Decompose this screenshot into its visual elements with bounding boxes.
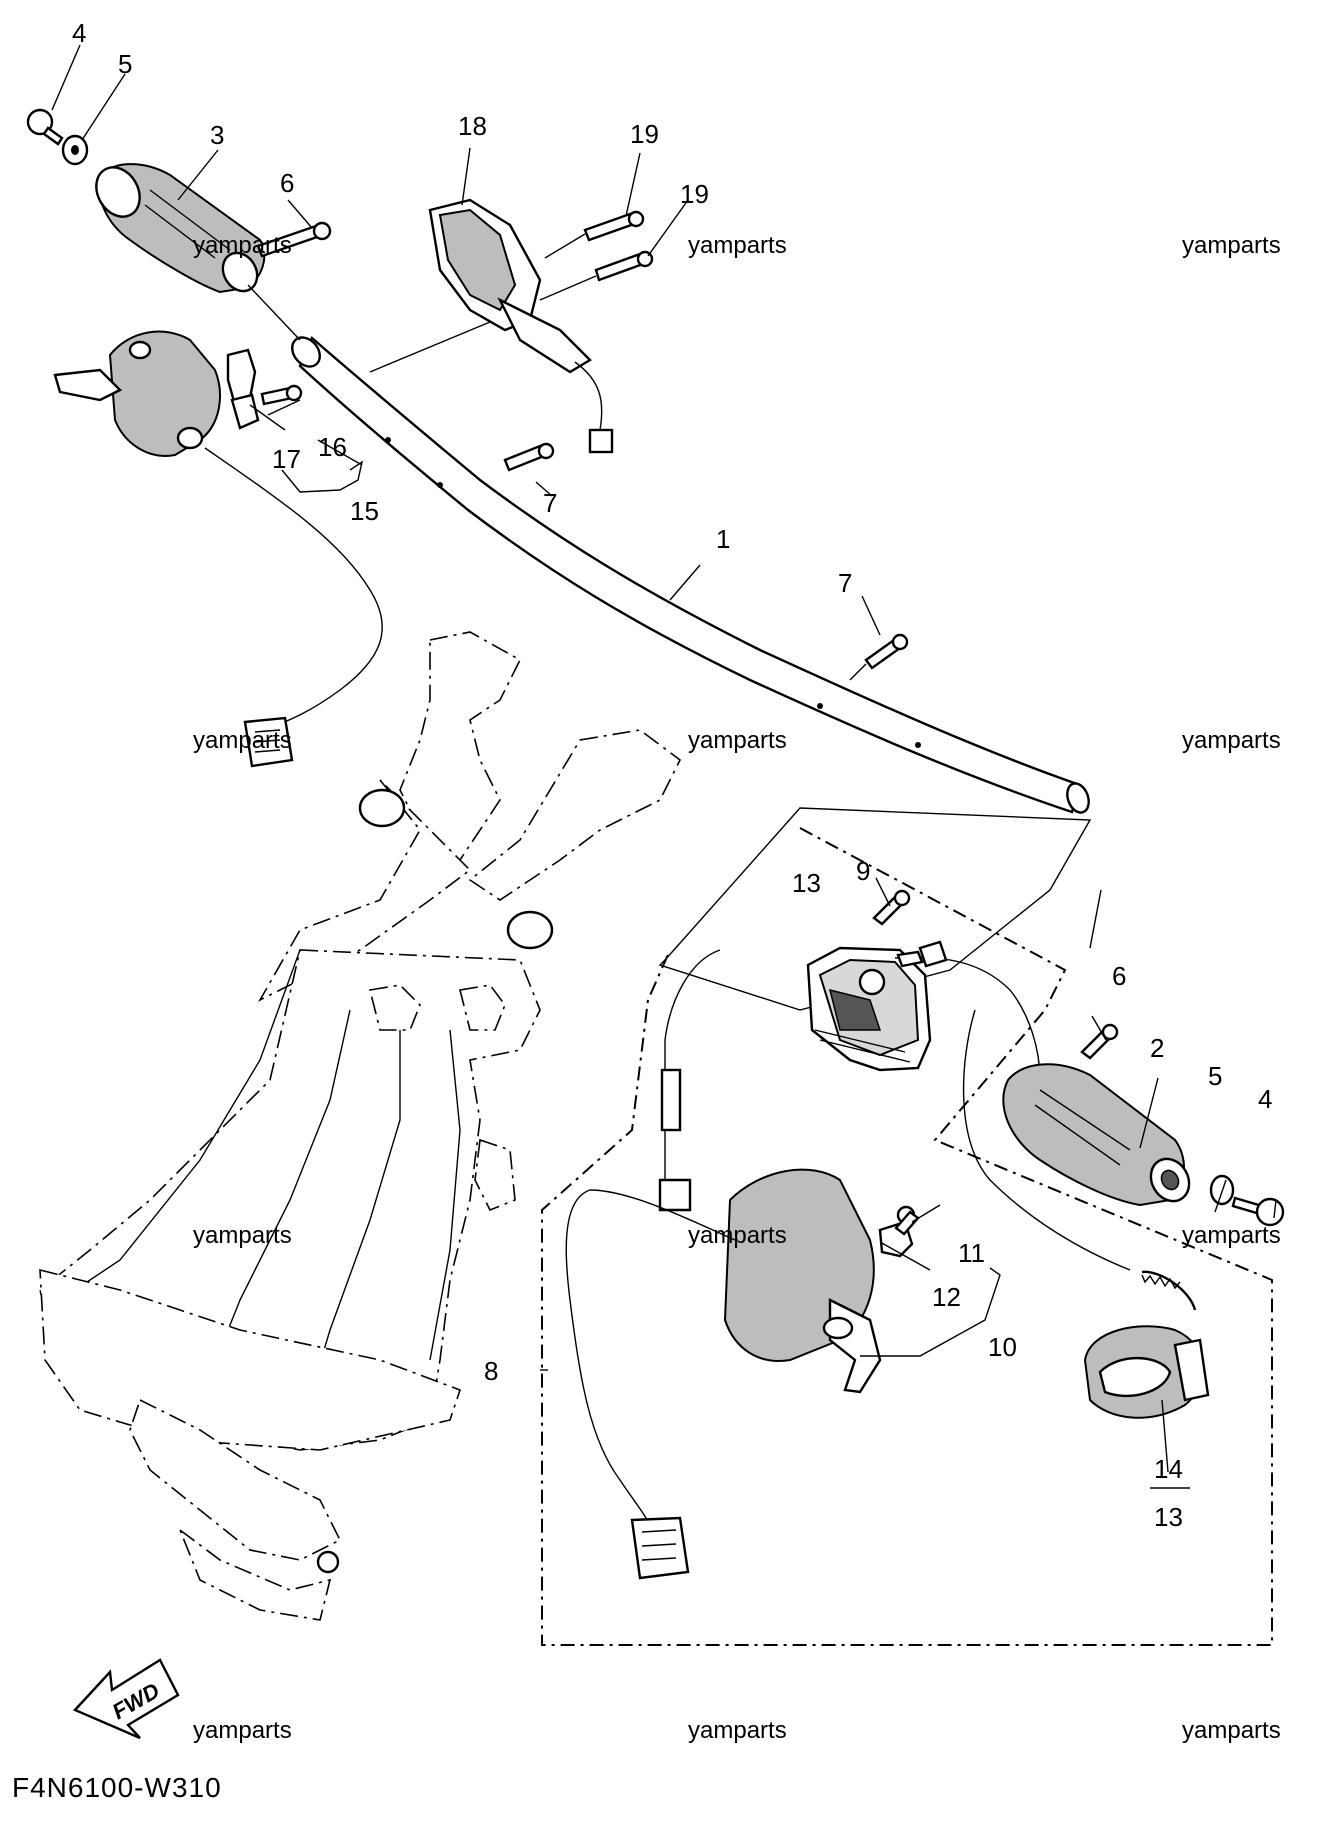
callout-6-left: 6 xyxy=(280,168,294,198)
watermarks: yamparts yamparts yamparts yamparts yamp… xyxy=(193,232,1281,1744)
callout-4-left: 4 xyxy=(72,18,86,48)
callout-8: 8 xyxy=(484,1356,498,1386)
watermark: yamparts xyxy=(1182,727,1281,754)
screw-9 xyxy=(872,889,911,926)
callout-19-upper: 19 xyxy=(630,119,659,149)
callout-17: 17 xyxy=(272,444,301,474)
watermark: yamparts xyxy=(688,232,787,259)
callout-6-right: 6 xyxy=(1112,961,1126,991)
callout-19-lower: 19 xyxy=(680,179,709,209)
watermark: yamparts xyxy=(688,727,787,754)
switch-box-13 xyxy=(658,807,1092,1212)
callout-9: 9 xyxy=(856,856,870,886)
callout-4-right: 4 xyxy=(1258,1084,1272,1114)
screw-6-left xyxy=(256,221,332,258)
screw-7-center xyxy=(503,442,555,472)
callout-13-lower: 13 xyxy=(1154,1502,1183,1532)
callout-18: 18 xyxy=(458,111,487,141)
handlebar xyxy=(291,336,1090,814)
callout-10: 10 xyxy=(988,1332,1017,1362)
right-bolt xyxy=(1231,1196,1285,1227)
callout-3: 3 xyxy=(210,120,224,150)
left-bolt xyxy=(26,108,64,146)
steering-column-outline xyxy=(39,631,682,1621)
watermark: yamparts xyxy=(193,1717,292,1744)
watermark: yamparts xyxy=(1182,232,1281,259)
callout-15: 15 xyxy=(350,496,379,526)
callout-14: 14 xyxy=(1154,1454,1183,1484)
left-grip xyxy=(95,163,301,341)
callout-13-upper: 13 xyxy=(792,868,821,898)
watermark: yamparts xyxy=(193,1222,292,1249)
callout-12: 12 xyxy=(932,1282,961,1312)
watermark: yamparts xyxy=(193,727,292,754)
diagram-code: F4N6100-W310 xyxy=(12,1772,222,1803)
callout-1: 1 xyxy=(716,524,730,554)
screw-19-upper xyxy=(544,210,645,259)
callout-5-left: 5 xyxy=(118,49,132,79)
callout-2: 2 xyxy=(1150,1033,1164,1063)
throttle-assembly-8 xyxy=(541,827,1273,1646)
callout-numbers: 4 5 3 6 18 19 19 17 16 15 7 1 7 9 13 6 2… xyxy=(72,18,1272,1532)
callout-7-right: 7 xyxy=(838,568,852,598)
screw-19-lower xyxy=(539,250,654,301)
screw-16 xyxy=(260,384,303,406)
leader-lines xyxy=(51,44,1277,1489)
left-washer xyxy=(61,134,89,166)
watermark: yamparts xyxy=(193,232,292,259)
callout-16: 16 xyxy=(318,432,347,462)
watermark: yamparts xyxy=(688,1717,787,1744)
right-grip xyxy=(1002,1063,1191,1207)
watermark: yamparts xyxy=(1182,1717,1281,1744)
callout-11: 11 xyxy=(958,1238,985,1268)
forward-arrow-icon: FWD xyxy=(72,1658,180,1740)
callout-7-center: 7 xyxy=(543,488,557,518)
watermark: yamparts xyxy=(688,1222,787,1249)
upper-housing-18 xyxy=(428,198,614,454)
screw-7-right xyxy=(849,633,909,681)
left-switch-assembly xyxy=(53,330,383,768)
watermark: yamparts xyxy=(1182,1222,1281,1249)
housing-leader xyxy=(369,321,491,373)
callout-5-right: 5 xyxy=(1208,1061,1222,1091)
